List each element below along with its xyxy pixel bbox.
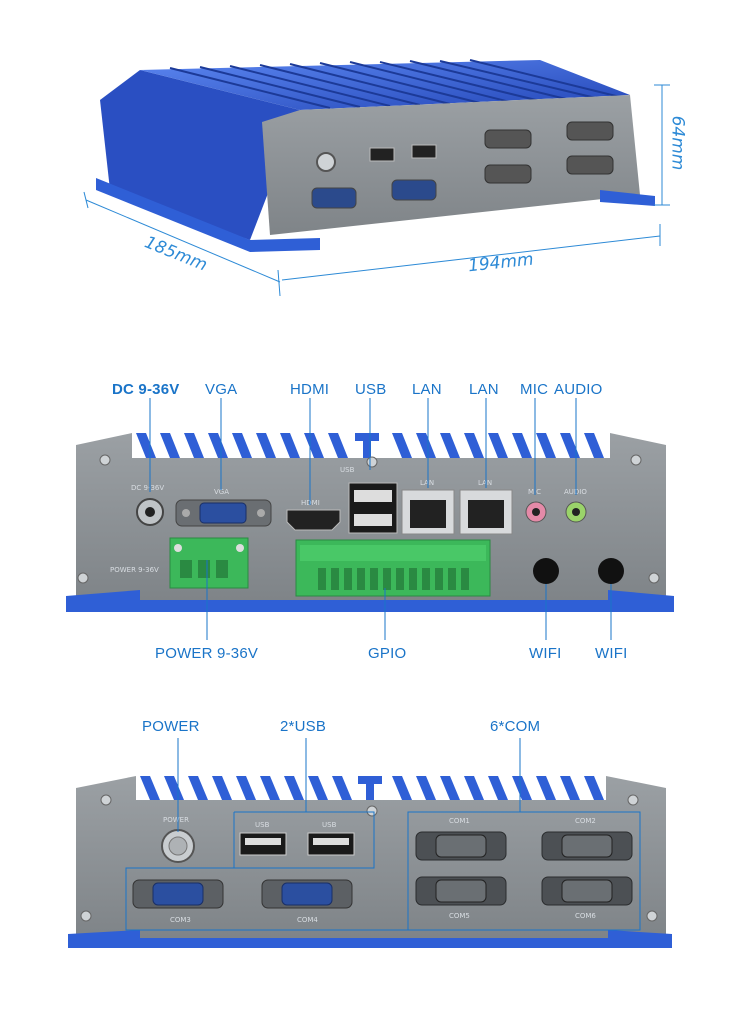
label-6-com: 6*COM	[490, 718, 541, 735]
label-lan-1: LAN	[412, 381, 442, 398]
label-wifi-2: WIFI	[595, 645, 628, 662]
label-hdmi: HDMI	[290, 381, 330, 398]
front-leader-lines	[149, 398, 612, 640]
silk-vga: VGA	[214, 488, 229, 496]
label-power-button: POWER	[142, 718, 200, 735]
silk-usb2: USB	[322, 821, 337, 829]
rear-leader-lines	[177, 738, 521, 832]
silk-dc: DC 9-36V	[131, 484, 164, 492]
dimension-lines	[83, 84, 670, 297]
silk-usb: USB	[340, 466, 355, 474]
silk-com1: COM1	[449, 817, 470, 825]
rear-silkscreen: POWER USB USB COM1 COM2 COM3 COM4 COM5 C…	[163, 816, 596, 924]
silk-com5: COM5	[449, 912, 470, 920]
rear-panel-io	[68, 776, 672, 948]
box-3d-view	[96, 59, 655, 252]
height-dimension: 64mm	[667, 115, 688, 171]
silk-com6: COM6	[575, 912, 596, 920]
label-wifi-1: WIFI	[529, 645, 562, 662]
label-dc: DC 9-36V	[112, 381, 180, 398]
label-usb: USB	[355, 381, 387, 398]
label-2-usb: 2*USB	[280, 718, 327, 735]
label-power: POWER 9-36V	[155, 645, 259, 662]
silk-com4: COM4	[297, 916, 318, 924]
label-gpio: GPIO	[368, 645, 407, 662]
label-lan-2: LAN	[469, 381, 499, 398]
label-mic: MIC	[520, 381, 549, 398]
label-audio: AUDIO	[554, 381, 603, 398]
label-vga: VGA	[205, 381, 238, 398]
silk-com3: COM3	[170, 916, 191, 924]
front-panel-io	[66, 433, 674, 612]
silk-lan1: LAN	[420, 479, 434, 487]
silk-power: POWER 9-36V	[110, 566, 159, 574]
silk-usb1: USB	[255, 821, 270, 829]
silk-lan2: LAN	[478, 479, 492, 487]
silk-power-btn: POWER	[163, 816, 189, 824]
silk-com2: COM2	[575, 817, 596, 825]
